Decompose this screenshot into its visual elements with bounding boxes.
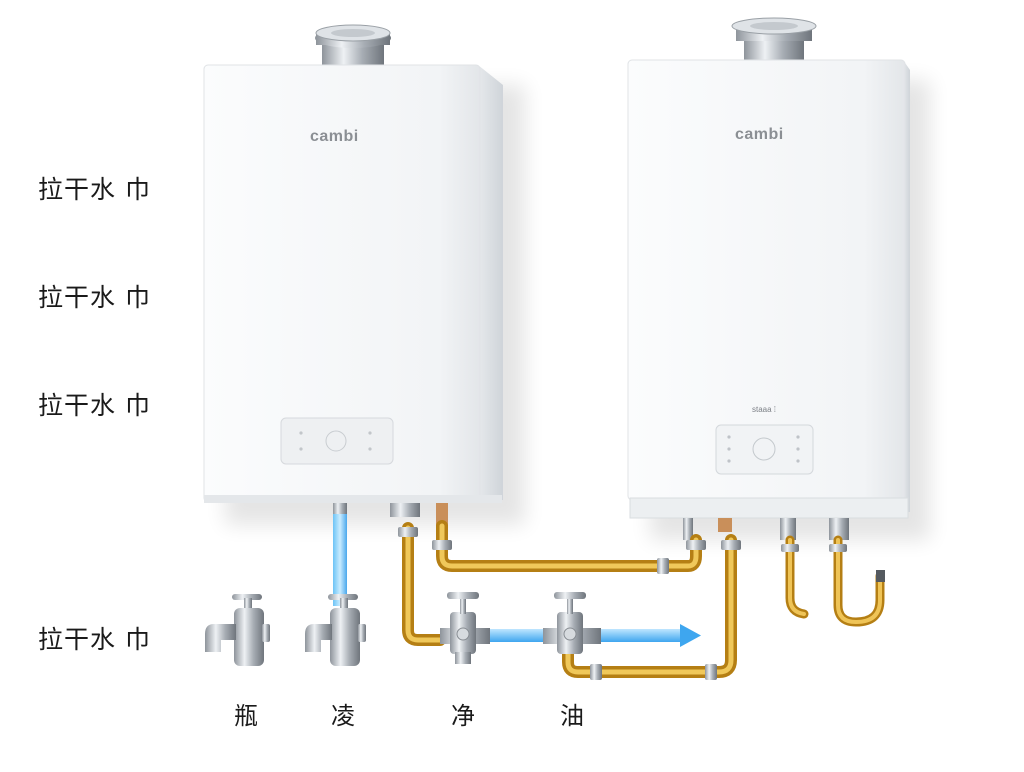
pipe-end-cap [876, 570, 885, 582]
bottom-label-3: 净 [451, 702, 475, 730]
chimney-flue-icon [315, 24, 391, 67]
side-label-4: 拉干水 巾 [38, 625, 151, 654]
side-label-2: 拉干水 巾 [38, 283, 151, 312]
flow-arrow-icon [680, 624, 701, 647]
side-label-1: 拉干水 巾 [38, 175, 151, 204]
heater-2-model: ѕtaaа ⁞ [752, 405, 777, 414]
brass-pipe-network [402, 520, 885, 678]
control-panel-icon [715, 424, 814, 475]
pipe-fittings [398, 527, 847, 680]
water-heater-left [203, 24, 503, 527]
valve-right-icon [543, 592, 601, 654]
chimney-flue-icon [731, 17, 817, 62]
side-label-3: 拉干水 巾 [38, 391, 151, 420]
water-heater-right [627, 17, 910, 540]
bottom-label-1: 瓶 [234, 702, 258, 730]
faucet-left-icon [205, 594, 270, 666]
water-column [333, 514, 347, 606]
heater-2-brand: cambi [735, 126, 784, 143]
valve-left-icon [440, 592, 490, 664]
heater-1-brand: cambi [310, 128, 359, 145]
bottom-label-2: 凌 [331, 702, 355, 730]
control-panel-icon [280, 417, 394, 465]
water-flow [333, 514, 701, 647]
faucet-right-icon [305, 594, 366, 666]
bottom-label-4: 油 [560, 702, 584, 730]
